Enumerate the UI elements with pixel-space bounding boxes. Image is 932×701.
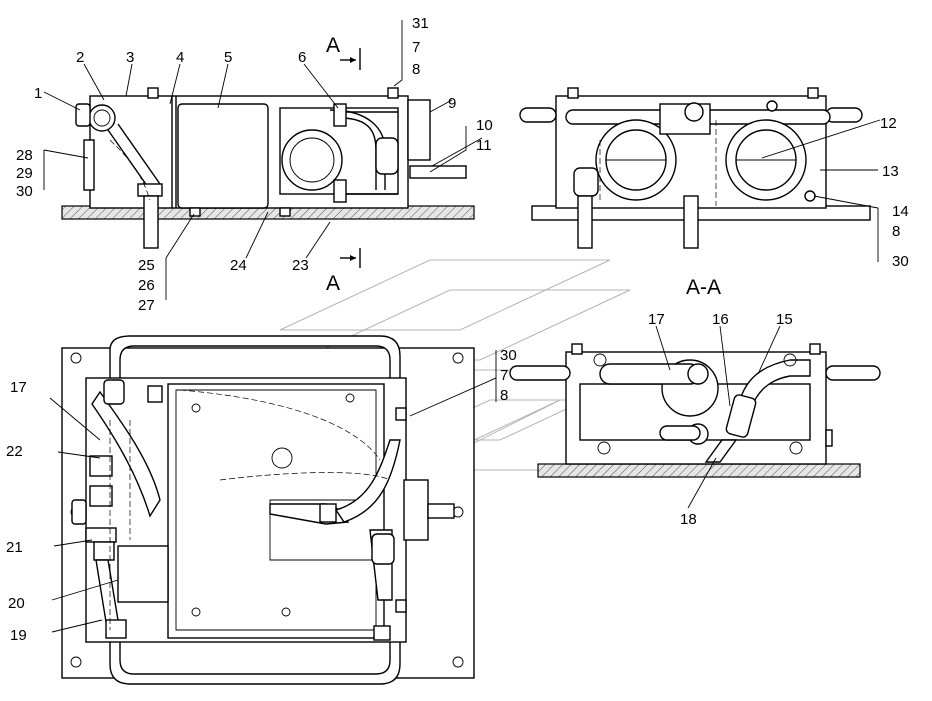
callout-30-mid: 30: [500, 347, 517, 364]
fitting-16: [725, 394, 757, 438]
callout-9: 9: [448, 95, 456, 112]
rear-view: [519, 87, 871, 249]
section-mark-top: A: [326, 34, 340, 57]
callout-22: 22: [6, 443, 23, 460]
section-mark-bottom: A: [326, 272, 340, 295]
callout-21: 21: [6, 539, 23, 556]
bolt-a: [147, 87, 159, 99]
bolt-b: [387, 87, 399, 99]
drain-pipe-rear-b: [683, 195, 699, 249]
callout-16: 16: [712, 311, 729, 328]
drain-pipe-front: [143, 195, 159, 249]
tank-5: [177, 103, 269, 209]
screw-14: [804, 190, 816, 202]
base-plate-section: [537, 463, 861, 478]
callout-10: 10: [476, 117, 493, 134]
block-20: [117, 545, 169, 603]
valve-knob: [684, 102, 704, 122]
cap-2: [88, 104, 116, 132]
callout-3: 3: [126, 49, 134, 66]
callout-20: 20: [8, 595, 25, 612]
callout-28: 28: [16, 147, 33, 164]
fitting-6: [333, 103, 347, 127]
callout-2: 2: [76, 49, 84, 66]
section-view: [509, 343, 881, 478]
callout-14: 14: [892, 203, 909, 220]
callout-25: 25: [138, 257, 155, 274]
elbow-hose: [375, 137, 399, 175]
callout-29: 29: [16, 165, 33, 182]
leader-lines: [43, 20, 881, 633]
plan-view: [61, 335, 475, 685]
callout-12: 12: [880, 115, 897, 132]
labels: A A A-A 1 2 3 4 5 6 31 7 8 9 10 11 28 29…: [6, 15, 909, 644]
hose-22: [91, 390, 161, 518]
callout-17-plan: 17: [10, 379, 27, 396]
hose-18: [704, 439, 738, 463]
callout-8-mid: 8: [500, 387, 508, 404]
callout-23: 23: [292, 257, 309, 274]
section-view-title: A-A: [686, 276, 721, 299]
callout-4: 4: [176, 49, 184, 66]
callout-13: 13: [882, 163, 899, 180]
callout-8-top: 8: [412, 61, 420, 78]
callout-11: 11: [476, 137, 492, 154]
callout-7-top: 7: [412, 39, 420, 56]
hose-15: [739, 359, 811, 407]
elbow-plan: [371, 533, 395, 565]
callout-30-left: 30: [16, 183, 33, 200]
drain-pipe-rear-a: [577, 195, 593, 249]
callout-27: 27: [138, 297, 155, 314]
pipe-11: [409, 165, 467, 179]
callout-30-right: 30: [892, 253, 909, 270]
callout-31: 31: [412, 15, 429, 32]
link-17: [599, 363, 701, 385]
coil-ring: [281, 129, 343, 191]
callout-18: 18: [680, 511, 697, 528]
callout-26: 26: [138, 277, 155, 294]
callout-24: 24: [230, 257, 247, 274]
callout-7-mid: 7: [500, 367, 508, 384]
callout-5: 5: [224, 49, 232, 66]
box-9: [407, 99, 431, 161]
callout-19: 19: [10, 627, 27, 644]
callout-17-section: 17: [648, 311, 665, 328]
fitting-plan: [319, 503, 337, 523]
callout-15: 15: [776, 311, 793, 328]
callout-1: 1: [34, 85, 42, 102]
front-view: [61, 87, 475, 249]
callout-6: 6: [298, 49, 306, 66]
section-line: [340, 48, 361, 268]
callout-8-right: 8: [892, 223, 900, 240]
